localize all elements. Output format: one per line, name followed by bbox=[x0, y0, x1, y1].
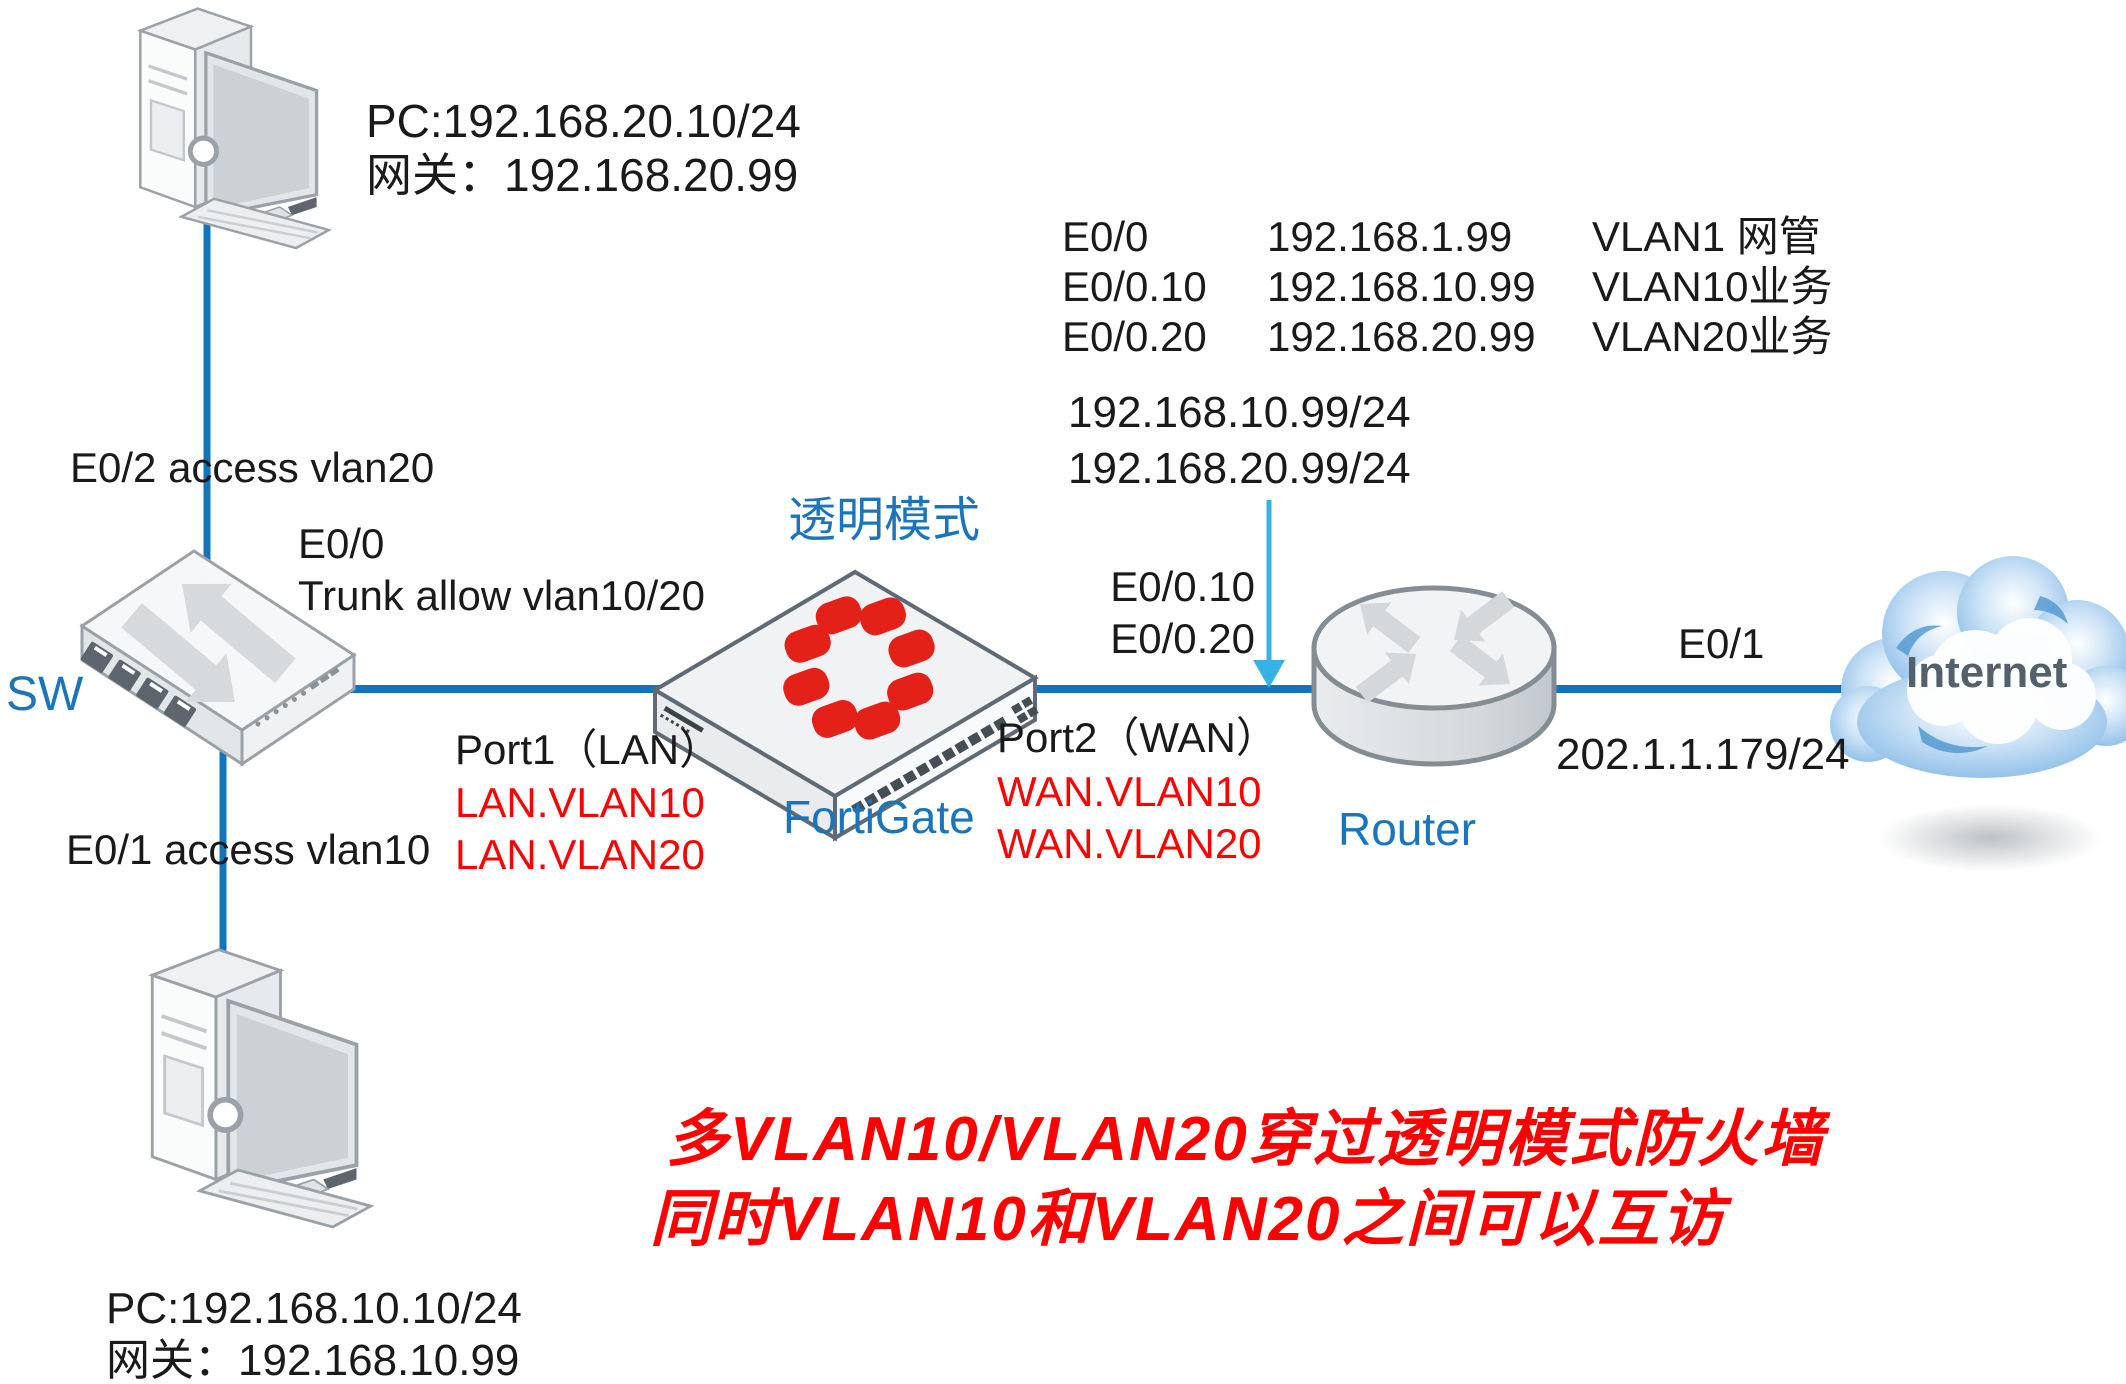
fortigate-wan-vlan10-label: WAN.VLAN10 bbox=[997, 768, 1262, 815]
iface-cell: E0/0 bbox=[1062, 213, 1149, 260]
ip-cell: 192.168.20.99 bbox=[1267, 313, 1536, 360]
fortigate-lan-vlan10-label: LAN.VLAN10 bbox=[455, 779, 705, 826]
switch-trunk-label-line1: E0/0 bbox=[298, 520, 385, 567]
pc-top-ip-label: PC:192.168.20.10/24 bbox=[366, 95, 801, 147]
internet-cloud-icon bbox=[1830, 556, 2126, 872]
switch-name-label: SW bbox=[6, 668, 84, 721]
switch-trunk-label-line2: Trunk allow vlan10/20 bbox=[298, 572, 705, 619]
router-icon bbox=[1311, 585, 1557, 767]
internet-label: Internet bbox=[1906, 648, 2068, 697]
router-interface-table: E0/0 192.168.1.99 VLAN1 网管 E0/0.10 192.1… bbox=[1062, 212, 1892, 362]
router-gateway-note-1: 192.168.10.99/24 bbox=[1068, 388, 1411, 437]
pc-bottom-ip-label: PC:192.168.10.10/24 bbox=[106, 1284, 522, 1333]
ip-cell: 192.168.1.99 bbox=[1267, 213, 1513, 260]
fortigate-wan-port-label: Port2（WAN） bbox=[997, 714, 1278, 761]
switch-downlink-port-label: E0/1 access vlan10 bbox=[66, 826, 431, 873]
iface-cell: E0/0.20 bbox=[1062, 313, 1207, 360]
switch-uplink-port-label: E0/2 access vlan20 bbox=[70, 444, 435, 491]
vlan-cell: VLAN20业务 bbox=[1592, 313, 1833, 360]
router-wan-iface-label: E0/1 bbox=[1678, 620, 1765, 667]
diagram-note-line2: 同时VLAN10和VLAN20之间可以互访 bbox=[650, 1185, 1726, 1254]
pc-icon-top bbox=[136, 7, 333, 250]
router-subif-label-2: E0/0.20 bbox=[1110, 615, 1255, 662]
vlan-cell: VLAN1 网管 bbox=[1592, 213, 1821, 260]
fortigate-icon bbox=[651, 569, 1039, 842]
gateway-callout-arrow bbox=[1253, 500, 1285, 688]
router-name-label: Router bbox=[1338, 803, 1477, 855]
diagram-note-line1: 多VLAN10/VLAN20穿过透明模式防火墙 bbox=[666, 1105, 1825, 1174]
ip-cell: 192.168.10.99 bbox=[1267, 263, 1536, 310]
switch-icon bbox=[79, 549, 357, 767]
router-wan-ip-label: 202.1.1.179/24 bbox=[1556, 730, 1850, 779]
pc-icon-bottom bbox=[148, 948, 375, 1229]
router-subif-label-1: E0/0.10 bbox=[1110, 563, 1255, 610]
fortigate-mode-label: 透明模式 bbox=[788, 494, 981, 547]
pc-bottom-gateway-label: 网关：192.168.10.99 bbox=[106, 1336, 520, 1384]
fortigate-name-label: FortiGate bbox=[783, 791, 975, 843]
fortigate-lan-port-label: Port1（LAN） bbox=[455, 726, 722, 773]
iface-cell: E0/0.10 bbox=[1062, 263, 1207, 310]
fortigate-wan-vlan20-label: WAN.VLAN20 bbox=[997, 820, 1262, 867]
fortigate-lan-vlan20-label: LAN.VLAN20 bbox=[455, 831, 705, 878]
vlan-cell: VLAN10业务 bbox=[1592, 263, 1833, 310]
fortinet-logo-icon bbox=[783, 596, 935, 740]
router-gateway-note-2: 192.168.20.99/24 bbox=[1068, 444, 1411, 493]
pc-top-gateway-label: 网关：192.168.20.99 bbox=[366, 149, 799, 201]
